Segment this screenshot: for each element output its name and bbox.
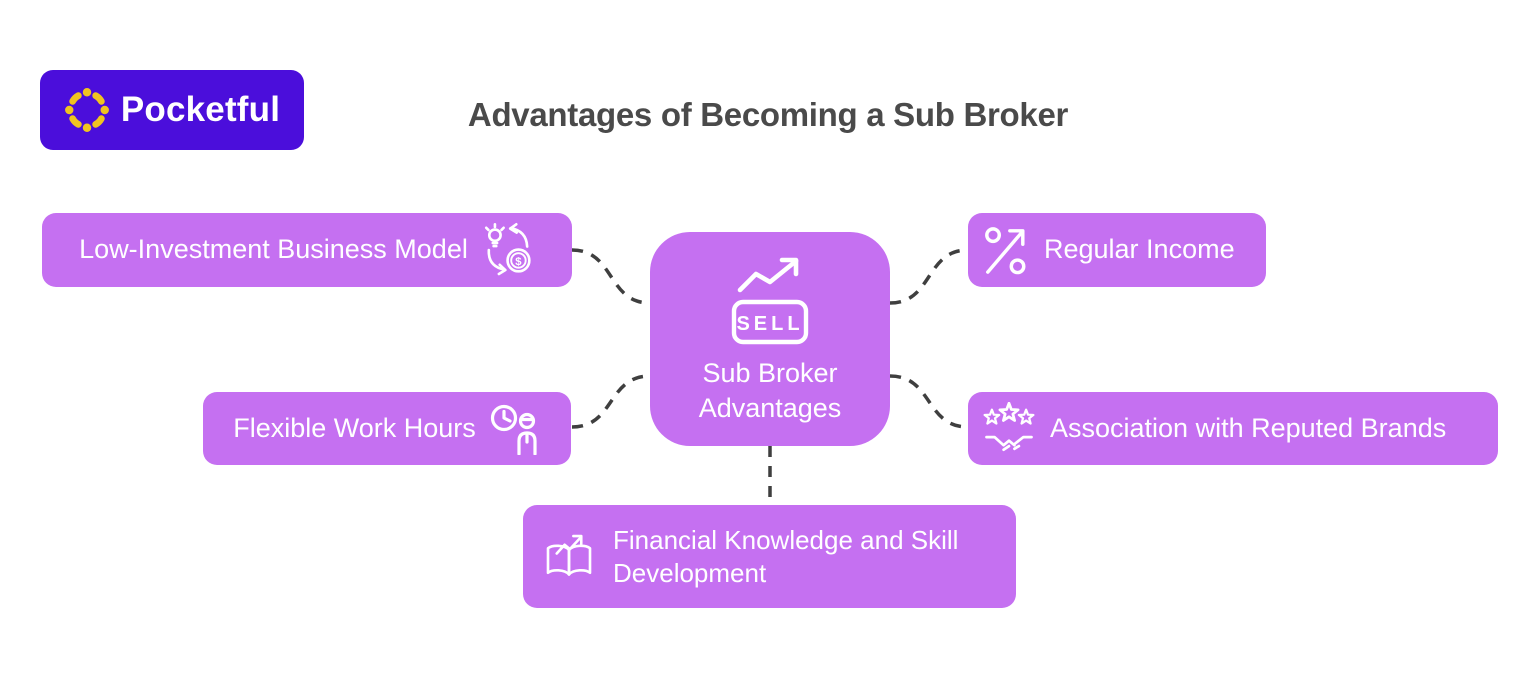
bulb-to-money-cycle-icon: $ <box>484 223 531 276</box>
connector-reputed-brands <box>889 374 969 429</box>
pocketful-wordmark: Pocketful <box>120 90 281 129</box>
pocketful-flower-icon <box>64 88 109 132</box>
node-regular-income: Regular Income <box>968 213 1266 287</box>
clock-person-icon <box>490 404 537 455</box>
node-low-investment: Low-Investment Business Model $ <box>42 213 572 287</box>
connector-regular-income <box>889 248 969 305</box>
connector-low-investment <box>571 248 651 305</box>
pocketful-logo: Pocketful <box>40 70 304 150</box>
node-label: Association with Reputed Brands <box>1050 412 1447 443</box>
connector-flexible-hours <box>571 374 651 429</box>
node-label: Flexible Work Hours <box>233 412 476 443</box>
svg-text:$: $ <box>515 256 522 268</box>
percent-growth-icon <box>985 227 1026 275</box>
sell-badge-text: SELL <box>736 313 803 335</box>
node-financial-knowledge: Financial Knowledge and Skill Developmen… <box>523 505 1016 608</box>
node-label: Financial Knowledge and Skill Developmen… <box>613 525 959 588</box>
node-label: Low-Investment Business Model <box>79 234 468 265</box>
node-flexible-hours: Flexible Work Hours <box>203 392 571 465</box>
book-growth-icon <box>546 534 592 576</box>
stars-handshake-icon <box>983 401 1035 451</box>
page-title: Advantages of Becoming a Sub Broker <box>467 96 1069 133</box>
node-label: Regular Income <box>1044 234 1235 265</box>
central-node-label: Sub Broker Advantages <box>698 357 842 423</box>
sell-trend-icon: SELL <box>731 257 809 345</box>
node-sub-broker-advantages: SELL Sub Broker Advantages <box>650 232 890 446</box>
node-reputed-brands: Association with Reputed Brands <box>968 392 1498 465</box>
